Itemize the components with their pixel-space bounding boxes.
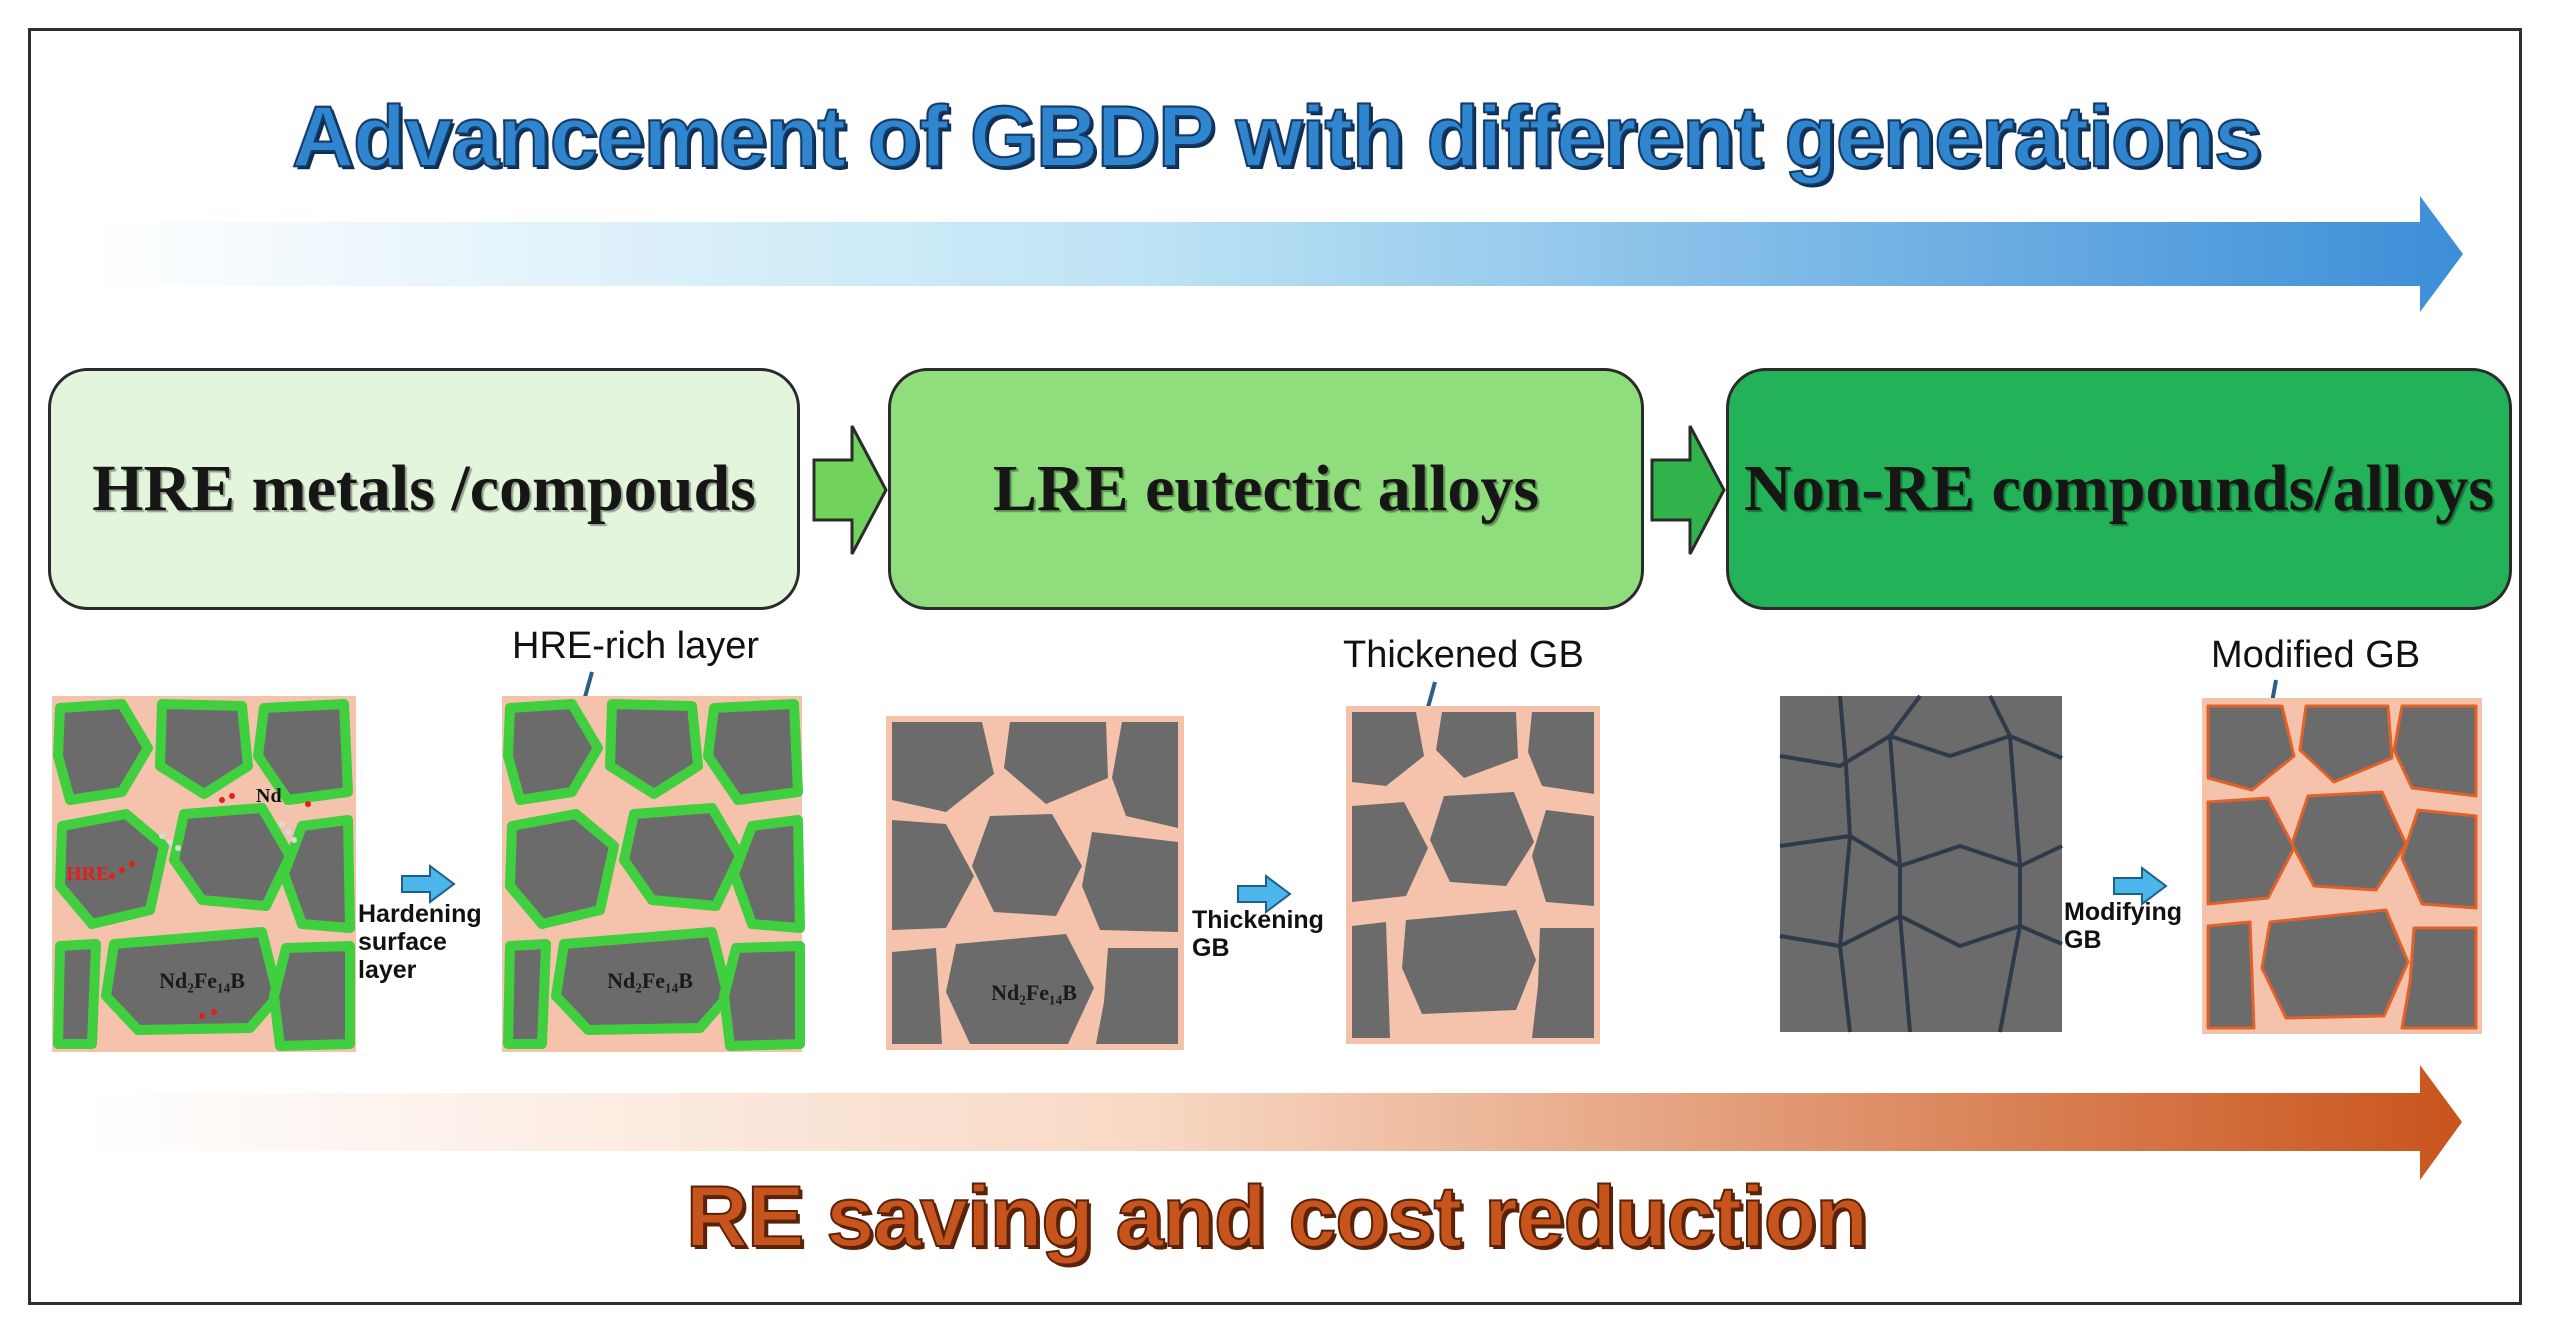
phase-label: Nd₂Fe₁₄B bbox=[607, 968, 693, 993]
stage-label: HRE metals /compouds bbox=[92, 452, 756, 525]
stage-label: Non-RE compounds/alloys bbox=[1743, 452, 2494, 525]
micro-panel-4 bbox=[1346, 706, 1600, 1044]
figure-frame bbox=[28, 28, 2522, 1305]
nd-label: Nd bbox=[256, 785, 282, 807]
stage-lre-alloys: LRE eutectic alloys bbox=[888, 368, 1644, 610]
label-hre-rich-layer: HRE-rich layer bbox=[512, 625, 760, 667]
label-modified-gb: Modified GB bbox=[2211, 634, 2421, 676]
step-arrow-modifying bbox=[2113, 866, 2168, 906]
phase-label: Nd₂Fe₁₄B bbox=[159, 968, 245, 993]
phase-label: Nd₂Fe₁₄B bbox=[991, 980, 1077, 1005]
micro-panel-1: Nd₂Fe₁₄B HRE Nd bbox=[52, 696, 356, 1052]
micro-panel-3: Nd₂Fe₁₄B bbox=[886, 716, 1184, 1050]
hre-label: HRE bbox=[66, 863, 109, 885]
step-label-modifying: Modifying GB bbox=[2064, 898, 2183, 954]
micro-panel-5 bbox=[1779, 694, 2063, 1033]
stage-arrow-1 bbox=[812, 425, 888, 555]
stage-label: LRE eutectic alloys bbox=[992, 452, 1540, 525]
bottom-title: RE saving and cost reduction bbox=[685, 1168, 1869, 1266]
micro-panel-6 bbox=[2202, 698, 2482, 1034]
stage-arrow-2 bbox=[1650, 425, 1726, 555]
step-arrow-hardening bbox=[401, 864, 456, 904]
main-title: Advancement of GBDP with different gener… bbox=[291, 88, 2263, 186]
label-thickened-gb: Thickened GB bbox=[1343, 634, 1584, 676]
step-label-thickening: Thickening GB bbox=[1192, 906, 1324, 962]
step-label-hardening: Hardening surface layer bbox=[358, 900, 482, 984]
micro-panel-2: Nd₂Fe₁₄B bbox=[502, 696, 805, 1052]
stage-non-re: Non-RE compounds/alloys bbox=[1726, 368, 2512, 610]
step-arrow-thickening bbox=[1237, 874, 1292, 914]
stage-hre-metals: HRE metals /compouds bbox=[48, 368, 800, 610]
